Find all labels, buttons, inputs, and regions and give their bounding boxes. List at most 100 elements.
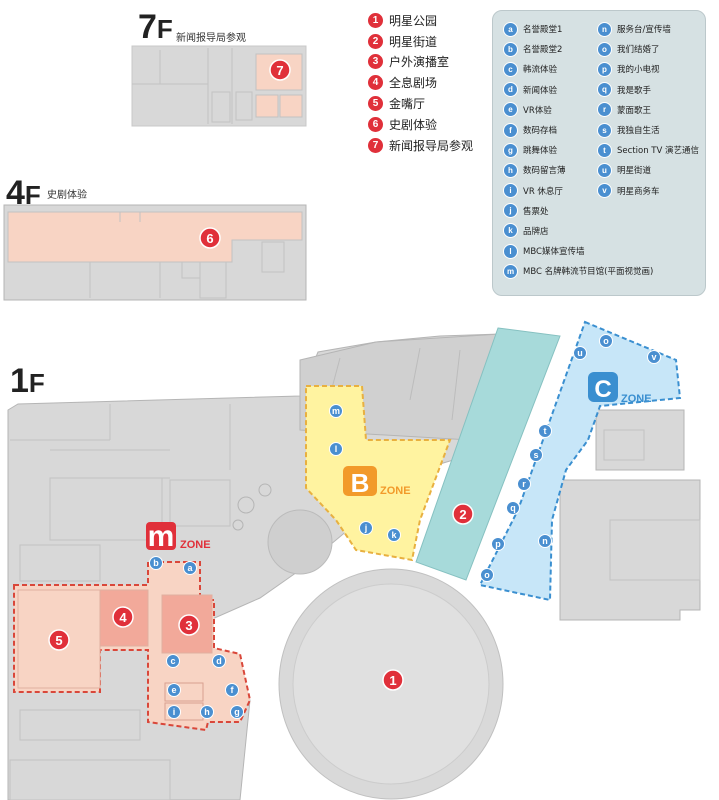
sub-legend-letter-badge: l xyxy=(503,243,518,259)
sub-legend-label: MBC媒体宣传墙 xyxy=(523,247,585,258)
marker-label: s xyxy=(533,450,538,460)
floor-4-f: F xyxy=(24,180,41,210)
floor-7-map xyxy=(131,45,307,127)
sub-legend-label: 名誉殿堂1 xyxy=(523,25,563,36)
sub-legend-label: 我们结婚了 xyxy=(617,45,660,56)
marker-label: 1 xyxy=(389,673,396,688)
sub-legend-label: 服务台/宣传墙 xyxy=(617,25,671,36)
marker-r[interactable]: r xyxy=(517,477,531,491)
marker-2[interactable]: 2 xyxy=(452,503,474,525)
legend-number-badge: 5 xyxy=(368,96,383,112)
marker-u[interactable]: u xyxy=(573,346,587,360)
sub-legend-item: l MBC媒体宣传墙 xyxy=(503,241,653,261)
legend-number-badge: 2 xyxy=(368,33,383,49)
marker-label: v xyxy=(651,352,656,362)
sub-legend-letter-badge: e xyxy=(503,102,518,118)
marker-c[interactable]: c xyxy=(166,654,180,668)
marker-label: e xyxy=(171,685,176,695)
sub-legend-label: 我的小电视 xyxy=(617,65,660,76)
marker-a[interactable]: a xyxy=(183,561,197,575)
floor-1-label: 1F xyxy=(10,364,45,399)
marker-7[interactable]: 7 xyxy=(269,59,291,81)
legend-number-badge: 7 xyxy=(368,137,383,153)
marker-label: q xyxy=(510,503,516,513)
floor-4-label: 4F xyxy=(6,176,41,211)
sub-legend-letter-badge: s xyxy=(597,122,612,138)
marker-label: d xyxy=(216,656,222,666)
marker-l[interactable]: l xyxy=(329,442,343,456)
marker-label: l xyxy=(335,444,338,454)
legend-label: 史剧体验 xyxy=(389,117,438,132)
sub-legend-letter-badge: m xyxy=(503,263,518,279)
marker-b[interactable]: b xyxy=(149,556,163,570)
marker-6[interactable]: 6 xyxy=(199,227,221,249)
marker-p[interactable]: p xyxy=(491,537,505,551)
marker-s[interactable]: s xyxy=(529,448,543,462)
sub-legend-item: t Section TV 演艺通信 xyxy=(597,140,699,160)
marker-label: 2 xyxy=(459,507,466,522)
floor-7-number: 7 xyxy=(138,8,157,46)
sub-legend-letter-badge: k xyxy=(503,223,518,239)
floor-7-label: 7F xyxy=(138,10,173,45)
sub-legend-item: s 我独自生活 xyxy=(597,120,699,140)
sub-legend-label: 新闻体验 xyxy=(523,85,558,96)
sub-legend-letter-badge: t xyxy=(597,142,612,158)
sub-legend-letter-badge: r xyxy=(597,102,612,118)
marker-o-lower[interactable]: o xyxy=(480,568,494,582)
sub-legend-label: 我独自生活 xyxy=(617,126,660,137)
sub-legend-letter-badge: a xyxy=(503,21,518,37)
sub-legend-letter-badge: v xyxy=(597,183,612,199)
legend-item: 2 明星街道 xyxy=(368,31,488,52)
sub-legend-item: v 明星商务车 xyxy=(597,181,699,201)
marker-d[interactable]: d xyxy=(212,654,226,668)
marker-o-upper[interactable]: o xyxy=(599,334,613,348)
sub-legend-letter-badge: p xyxy=(597,61,612,77)
marker-label: c xyxy=(170,656,175,666)
marker-k[interactable]: k xyxy=(387,528,401,542)
marker-i[interactable]: i xyxy=(167,705,181,719)
marker-1[interactable]: 1 xyxy=(382,669,404,691)
sub-legend-letter-badge: j xyxy=(503,203,518,219)
marker-j[interactable]: j xyxy=(359,521,373,535)
legend-label: 明星街道 xyxy=(389,34,438,49)
marker-h[interactable]: h xyxy=(200,705,214,719)
marker-label: k xyxy=(391,530,397,540)
b-zone-letter: B xyxy=(351,468,370,498)
marker-label: a xyxy=(187,563,193,573)
sub-legend-label: 明星商务车 xyxy=(617,186,660,197)
marker-g[interactable]: g xyxy=(230,705,244,719)
sub-legend-label: 明星街道 xyxy=(617,166,652,177)
marker-f[interactable]: f xyxy=(225,683,239,697)
marker-label: n xyxy=(542,536,548,546)
sub-legend-label: VR 休息厅 xyxy=(523,186,563,197)
sub-legend-letter-badge: i xyxy=(503,183,518,199)
marker-m[interactable]: m xyxy=(329,404,343,418)
marker-e[interactable]: e xyxy=(167,683,181,697)
marker-5[interactable]: 5 xyxy=(48,629,70,651)
marker-label: u xyxy=(577,348,583,358)
marker-label: 3 xyxy=(185,618,192,633)
marker-3[interactable]: 3 xyxy=(178,614,200,636)
marker-v[interactable]: v xyxy=(647,350,661,364)
marker-4[interactable]: 4 xyxy=(112,606,134,628)
marker-label: i xyxy=(173,707,176,717)
marker-label: r xyxy=(522,479,526,489)
marker-q[interactable]: q xyxy=(506,501,520,515)
marker-t[interactable]: t xyxy=(538,424,552,438)
marker-label: 5 xyxy=(55,633,62,648)
marker-n[interactable]: n xyxy=(538,534,552,548)
sub-legend-label: Section TV 演艺通信 xyxy=(617,146,699,157)
floor-4-subtitle: 史剧体验 xyxy=(47,190,87,201)
sub-legend-label: 蒙面歌王 xyxy=(617,105,652,116)
